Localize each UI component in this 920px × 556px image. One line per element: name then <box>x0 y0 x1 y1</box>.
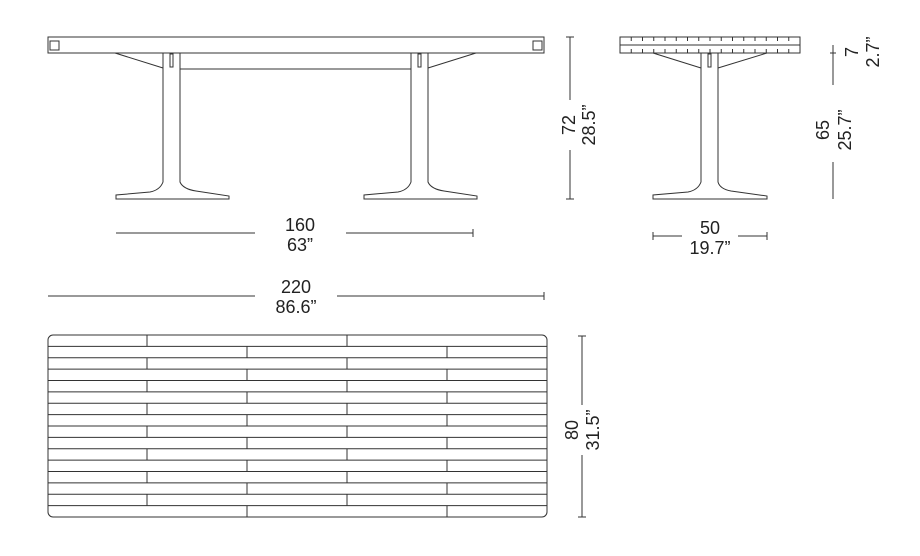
width-in: 31.5” <box>583 409 603 450</box>
length-in: 86.6” <box>275 297 316 317</box>
braces <box>114 52 477 69</box>
width-cm: 80 <box>562 420 582 440</box>
dim-leg-spacing: 160 63” <box>116 215 474 255</box>
plan-view <box>47 334 548 518</box>
height-cm: 72 <box>559 115 579 135</box>
dim-top-thickness: 7 2.7” <box>830 36 883 85</box>
leg-left <box>115 53 230 200</box>
leg-spacing-in: 63” <box>287 235 313 255</box>
leg-height-in: 25.7” <box>835 109 855 150</box>
side-elevation <box>47 36 545 200</box>
dim-length: 220 86.6” <box>48 277 545 317</box>
slat-end-right <box>532 40 543 51</box>
dim-base-depth: 50 19.7” <box>652 218 768 258</box>
leg-height-cm: 65 <box>813 120 833 140</box>
leg-end <box>652 53 768 200</box>
bolt-right <box>417 53 422 68</box>
dim-leg-height: 65 25.7” <box>813 109 855 199</box>
end-slats <box>620 37 800 53</box>
length-cm: 220 <box>281 277 311 297</box>
leg-spacing-cm: 160 <box>285 215 315 235</box>
dim-width: 80 31.5” <box>562 335 603 518</box>
height-in: 28.5” <box>579 104 599 145</box>
bolt-left <box>169 53 174 68</box>
plan-slats <box>48 335 547 517</box>
top-thickness-cm: 7 <box>842 47 862 57</box>
base-depth-cm: 50 <box>700 218 720 238</box>
bolt-end <box>707 53 712 68</box>
top-thickness-in: 2.7” <box>863 36 883 67</box>
dim-height: 72 28.5” <box>559 36 599 200</box>
base-depth-in: 19.7” <box>689 238 730 258</box>
slat-end-left <box>49 40 60 51</box>
tabletop-side <box>47 36 545 54</box>
braces-end <box>652 52 768 69</box>
end-elevation <box>619 36 801 200</box>
leg-right <box>363 53 478 200</box>
